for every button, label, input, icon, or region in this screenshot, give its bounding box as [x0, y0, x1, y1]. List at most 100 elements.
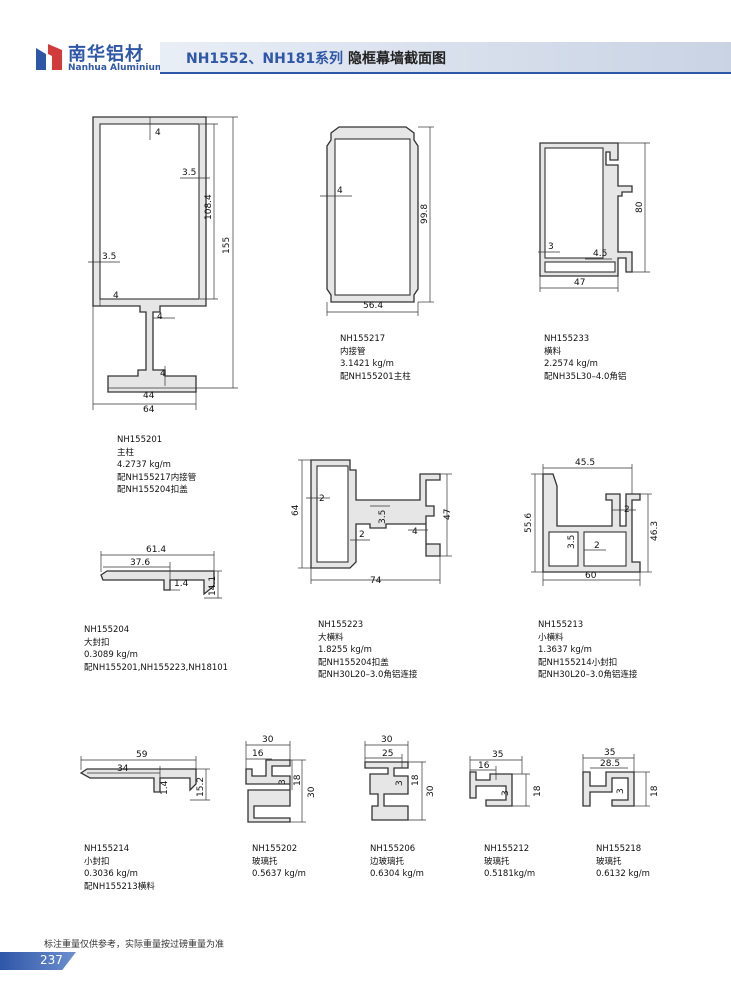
- profile-weight: 0.5181kg/m: [484, 869, 536, 880]
- profile-note: 配NH155214小封扣: [538, 657, 618, 668]
- profile-note: 配NH35L30–4.0角铝: [544, 371, 627, 382]
- dim-label: 3: [501, 790, 511, 796]
- page-header: 南华铝材 Nanhua Aluminium NH1552、NH181系列 隐框幕…: [0, 38, 731, 78]
- dim-label: 18: [411, 774, 421, 786]
- caption-nh155233: NH155233 横料 2.2574 kg/m 配NH35L30–4.0角铝: [544, 333, 626, 383]
- dim-label: 2: [359, 530, 365, 540]
- caption-nh155204: NH155204 大封扣 0.3089 kg/m 配NH155201,NH155…: [84, 624, 228, 674]
- profile-name: 小封扣: [84, 856, 110, 867]
- profile-name: 玻璃托: [252, 856, 278, 867]
- profile-code: NH155214: [84, 844, 130, 854]
- dim-label: 61.4: [146, 545, 166, 555]
- brand-name-cn: 南华铝材: [68, 44, 144, 65]
- dim-label: 3.5: [182, 168, 196, 178]
- dim-label: 55.6: [524, 513, 534, 533]
- page-number-badge: [0, 952, 76, 970]
- dim-label: 47: [574, 278, 585, 288]
- profile-weight: 0.3036 kg/m: [84, 869, 138, 880]
- dim-label: 3: [278, 779, 288, 785]
- dim-label: 99.8: [420, 204, 430, 224]
- profile-name: 大横料: [318, 632, 344, 643]
- dim-label: 47: [443, 509, 453, 520]
- profile-nh155214: 59 34 1.4 15.2: [79, 750, 210, 801]
- profile-note: 配NH155201主柱: [340, 371, 411, 382]
- page-number: 237: [40, 953, 63, 967]
- profile-note: 配NH155204扣盖: [318, 657, 389, 668]
- dim-label: 35: [604, 748, 615, 758]
- dim-label: 30: [381, 735, 393, 745]
- profile-code: NH155218: [596, 844, 642, 854]
- dim-label: 3: [616, 788, 626, 794]
- profile-nh155213: 45.5 55.6 2 46.3 3.5 2 60: [524, 458, 660, 586]
- dim-label: 15.2: [196, 777, 206, 797]
- dim-label: 30: [426, 785, 436, 797]
- profile-nh155206: 30 25 3 18 30: [364, 735, 436, 821]
- dim-label: 64: [143, 405, 155, 415]
- dim-label: 3.5: [102, 252, 116, 262]
- profile-weight: 0.5637 kg/m: [252, 869, 306, 880]
- dim-label: 18: [650, 785, 660, 797]
- dim-label: 4: [113, 291, 119, 301]
- caption-nh155214: NH155214 小封扣 0.3036 kg/m 配NH155213横料: [84, 843, 155, 893]
- profile-code: NH155223: [318, 620, 364, 630]
- dim-label: 4: [157, 312, 163, 322]
- dim-label: 46.3: [650, 521, 660, 541]
- profile-code: NH155204: [84, 625, 130, 635]
- profile-weight: 2.2574 kg/m: [544, 359, 598, 370]
- profile-code: NH155212: [484, 844, 530, 854]
- title-bar: NH1552、NH181系列 隐框幕墙截面图: [160, 42, 731, 72]
- profile-nh155217: 4 99.8 56.4: [320, 126, 434, 316]
- profile-nh155218: 35 28.5 3 18: [582, 748, 660, 807]
- caption-nh155217: NH155217 内接管 3.1421 kg/m 配NH155201主柱: [340, 333, 411, 383]
- profile-code: NH155217: [340, 334, 386, 344]
- profile-code: NH155202: [252, 844, 298, 854]
- dim-label: 4: [160, 369, 166, 379]
- profile-name: 大封扣: [84, 637, 110, 648]
- caption-nh155202: NH155202 玻璃托 0.5637 kg/m: [252, 843, 306, 881]
- dim-label: 155: [222, 237, 232, 254]
- dim-label: 4: [155, 128, 161, 138]
- dim-label: 60: [585, 571, 597, 581]
- dim-label: 64: [291, 504, 301, 516]
- profile-nh155223: 64 2 3.5 2 47 4 74: [291, 459, 453, 586]
- profile-note: 配NH30L20–3.0角铝连接: [538, 670, 638, 681]
- dim-label: 44: [143, 391, 155, 401]
- profile-weight: 0.3089 kg/m: [84, 650, 138, 661]
- profile-weight: 1.8255 kg/m: [318, 645, 372, 656]
- profile-code: NH155201: [117, 435, 163, 445]
- dim-label: 4: [412, 527, 418, 537]
- dim-label: 16: [478, 761, 490, 771]
- profile-code: NH155233: [544, 334, 590, 344]
- profile-note: 配NH155213横料: [84, 881, 155, 892]
- dim-label: 56.4: [363, 301, 383, 311]
- profile-weight: 0.6132 kg/m: [596, 869, 650, 880]
- dim-label: 1.4: [160, 780, 170, 795]
- dim-label: 35: [492, 750, 503, 760]
- dim-label: 34: [117, 764, 129, 774]
- dim-label: 1.4: [174, 579, 189, 589]
- profile-name: 玻璃托: [596, 856, 622, 867]
- dim-label: 2: [624, 505, 630, 515]
- profile-note: 配NH155204扣盖: [117, 485, 188, 496]
- profile-weight: 1.3637 kg/m: [538, 645, 592, 656]
- dim-label: 30: [262, 735, 274, 745]
- profile-weight: 3.1421 kg/m: [340, 359, 394, 370]
- dim-label: 4: [337, 186, 343, 196]
- profile-nh155233: 80 3 4.5 47: [538, 142, 650, 292]
- profile-note: 配NH30L20–3.0角铝连接: [318, 670, 418, 681]
- dim-label: 2: [594, 541, 600, 551]
- profile-nh155204: 61.4 37.6 1.4 14.1: [100, 545, 222, 599]
- dim-label: 18: [533, 785, 543, 797]
- caption-nh155206: NH155206 边玻璃托 0.6304 kg/m: [370, 843, 424, 881]
- dim-label: 16: [252, 749, 264, 759]
- dim-label: 25: [382, 749, 393, 759]
- dim-label: 30: [307, 786, 317, 798]
- profile-nh155201: 4 3.5 108.4 155 3.5 4 4 4 44 64: [88, 116, 238, 415]
- dim-label: 28.5: [600, 759, 620, 769]
- dim-label: 37.6: [130, 558, 150, 568]
- caption-nh155201: NH155201 主柱 4.2737 kg/m 配NH155217内接管 配NH…: [117, 434, 196, 497]
- profile-code: NH155206: [370, 844, 416, 854]
- brand-name-en: Nanhua Aluminium: [68, 63, 165, 73]
- dim-label: 2: [319, 494, 325, 504]
